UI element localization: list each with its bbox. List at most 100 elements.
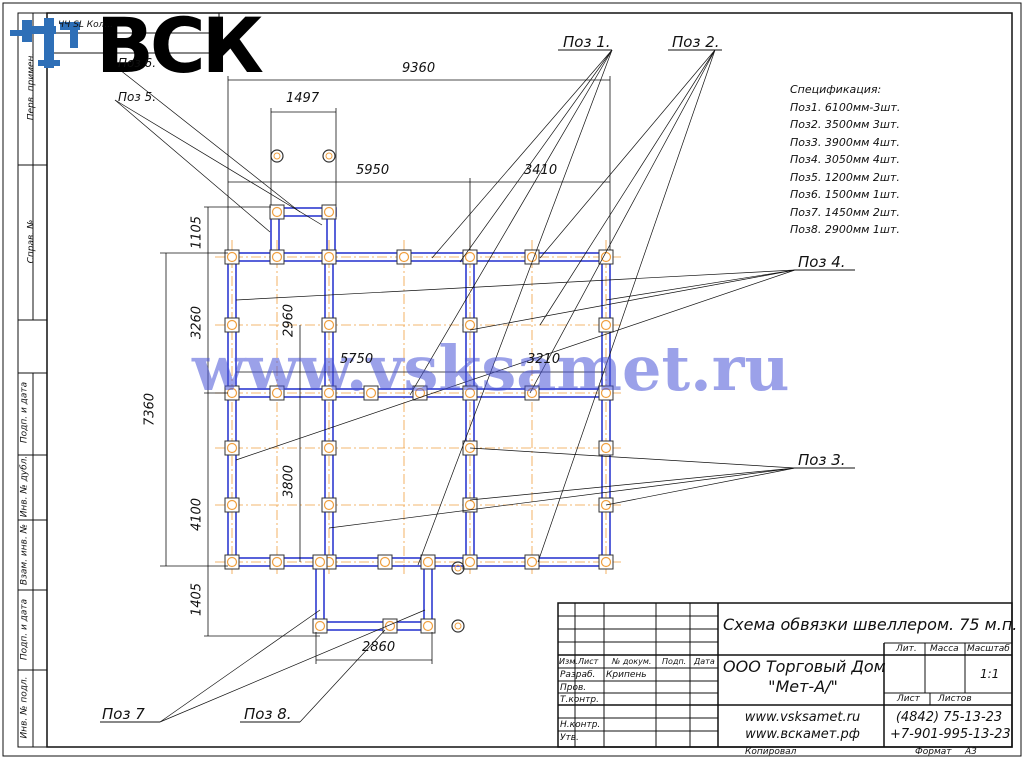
dim-h1105: 1105 [189,215,205,250]
dim-height-total: 7360 [142,392,158,427]
margin-label-vzam: Взам. инв. № [19,523,30,586]
dimension-line [417,49,613,566]
dimension-line [539,49,716,326]
dimension-lines [100,49,855,723]
title-block [557,602,1013,748]
dimension-line [605,467,796,506]
pile-circle [226,442,238,454]
dimension-line [235,269,796,461]
pile-circle [271,556,283,568]
pile-circle [464,387,476,399]
margin-label-podp2: Подп. и дата [19,598,30,661]
drawing-title: Схема обвязки швеллером. 75 м.п. [723,615,1018,634]
phone-1: (4842) 75-13-23 [895,710,1003,725]
dim-h4100: 4100 [189,497,205,532]
pile-circle [323,499,335,511]
spec-item: Поз6. 1500мм 1шт. [790,188,900,201]
dimension-line [459,49,613,263]
logo-pipes-icon [10,18,80,68]
dimension-line [469,467,796,501]
stamp-note: ЧЧ SL Кол... [58,20,114,30]
spec-item: Поз3. 3900мм 4шт. [790,135,900,149]
pile-circle [322,149,336,163]
pile-circle [379,556,391,568]
margin-stamp [17,12,48,748]
list-label: Лист [897,694,920,704]
format-value: А3 [965,747,977,757]
margin-label-inv-podl: Инв. № подл. [19,676,30,739]
dimension-line [159,609,321,723]
callout-poz5: Поз 5. [118,90,157,104]
dimension-line [114,65,301,213]
pile-circle [271,206,283,218]
spec-item: Поз8. 2900мм 1шт. [790,223,900,236]
row-utv: Утв. [560,733,579,743]
dim-bottom: 2860 [362,640,396,655]
pile-circle [323,387,335,399]
dim-upper-left: 5950 [356,163,390,178]
scale-value: 1:1 [980,667,1000,681]
channel-beam [315,621,433,631]
dimension-line [537,49,716,563]
pile-circle [451,619,465,633]
dim-h1405: 1405 [189,582,205,617]
spec-item: Поз5. 1200мм 2шт. [790,170,900,184]
dimension-line [539,49,716,259]
specification-list: Спецификация: Поз1. 6100мм-3шт. Поз2. 35… [790,81,900,239]
callout-poz6: Поз 6. [118,56,157,70]
pile-circle [226,499,238,511]
dimension-line [529,49,716,394]
pile-circle [314,556,326,568]
pile-circle [600,387,612,399]
watermark-text: www.vsksamet.ru [192,332,790,405]
dim-mid-right: 3210 [527,352,561,367]
pile-circle [270,149,284,163]
channel-beams [227,207,611,631]
margin-label-podp1: Подп. и дата [19,381,30,444]
col-izm: Изм. [559,657,578,666]
pile-circle [600,499,612,511]
dimension-line [114,99,323,226]
company-line1: ООО Торговый Дом [723,657,886,676]
pile-circle [464,319,476,331]
dimension-line [469,269,796,331]
dim-inner-3800: 3800 [281,464,297,499]
pile-circle [226,251,238,263]
row-tkontr: Т.контр. [560,695,600,705]
row-razrab: Разраб. [560,670,596,680]
listov-label: Листов [938,694,972,704]
pile-circle [314,620,326,632]
pile-circle [323,251,335,263]
spec-item: Поз2. 3500мм 3шт. [790,118,900,131]
lit-label: Лит. [896,644,917,654]
format-label: Формат [915,747,952,757]
dimension-line [431,49,613,259]
pile-circle [226,556,238,568]
site-url-2: www.вскамет.рф [745,727,860,742]
pile-circle [464,251,476,263]
dim-mid-left: 5750 [340,352,374,367]
site-url-1: www.vsksamet.ru [744,710,861,725]
pile-circle [454,622,462,630]
callout-poz4: Поз 4. [798,253,846,271]
callout-poz8: Поз 8. [244,705,292,723]
pile-circle [600,319,612,331]
pile-circle [454,564,462,572]
pile-circle [451,561,465,575]
pile-circle [325,152,333,160]
pile-circle [323,206,335,218]
callout-poz2: Поз 2. [672,33,720,51]
razrab-name: Крипень [606,670,647,680]
margin-label-sprav: Справ. № [26,219,37,264]
pile-circle [422,620,434,632]
dim-total-width: 9360 [402,61,436,76]
pile-circle [398,251,410,263]
margin-label-perv: Перв. примен. [26,52,37,121]
spec-item: Поз7. 1450мм 2шт. [790,205,900,219]
dimension-line [469,447,796,469]
spec-title: Спецификация: [790,83,882,96]
col-podp: Подп. [662,657,687,666]
spec-item: Поз4. 3050мм 4шт. [790,153,900,166]
